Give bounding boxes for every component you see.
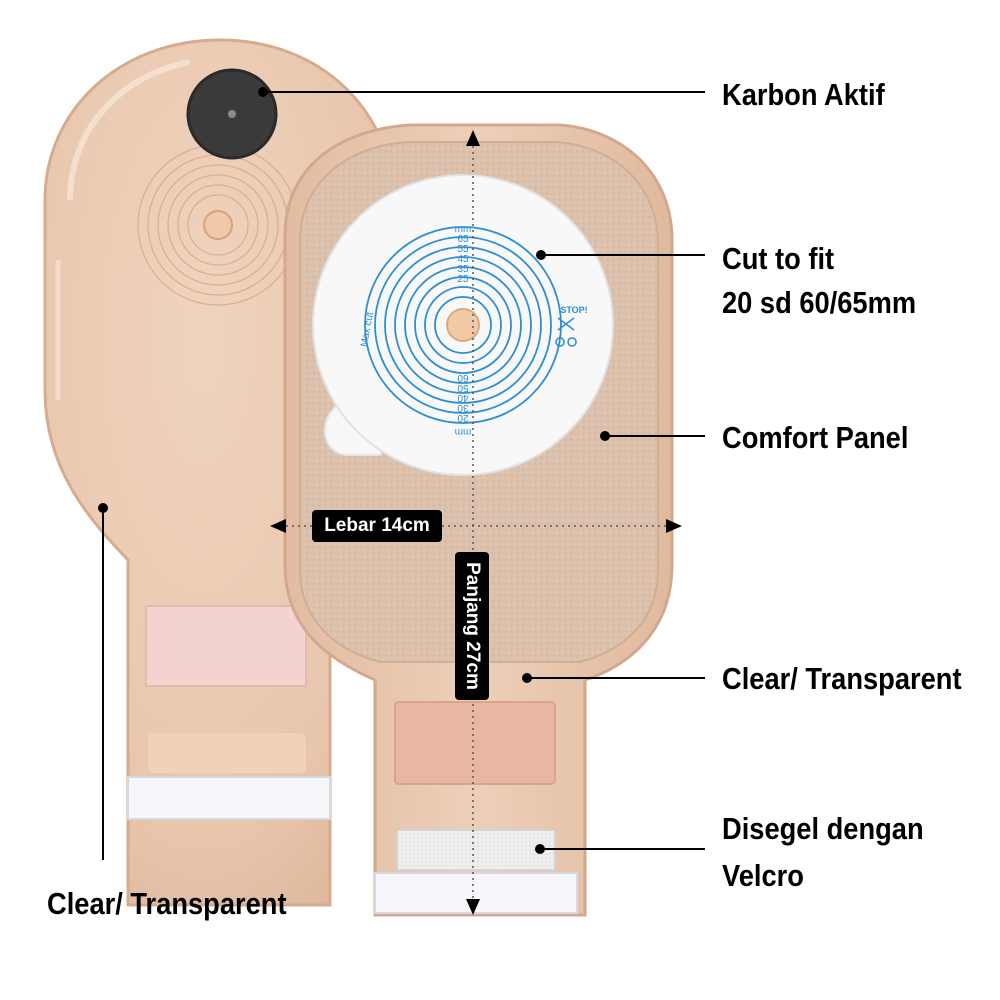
callout-dot-velcro — [535, 844, 545, 854]
wafer-unit-top: mm — [455, 224, 472, 235]
callout-dot-cut — [536, 250, 546, 260]
label-disegel: Disegel dengan — [722, 811, 924, 846]
wafer-tick-top: 55 — [457, 244, 469, 255]
width-arrow-left — [270, 519, 286, 533]
callout-dot-clear-left — [98, 503, 108, 513]
length-badge: Panjang 27cm — [455, 552, 489, 700]
wafer-tick-bottom: 30 — [457, 402, 469, 413]
wafer-unit-bottom: mm — [455, 426, 472, 437]
back-closure-strip — [127, 776, 331, 820]
length-arrow-bottom — [466, 899, 480, 915]
wafer-tick-top: 25 — [457, 274, 469, 285]
label-karbon-aktif: Karbon Aktif — [722, 77, 885, 112]
wafer-rings — [364, 226, 562, 424]
wafer-tick-bottom: 50 — [457, 382, 469, 393]
wafer-tick-top: 45 — [457, 254, 469, 265]
label-comfort-panel: Comfort Panel — [722, 420, 909, 455]
velcro-hook-strip — [396, 829, 556, 871]
wafer-tick-top: 35 — [457, 264, 469, 275]
length-badge-text: Panjang 27cm — [462, 562, 483, 690]
wafer-stop: STOP! — [560, 305, 587, 315]
wafer — [312, 174, 614, 476]
back-velcro-pad — [145, 605, 307, 687]
callout-dot-clear-right — [522, 673, 532, 683]
label-clear-transparent-left: Clear/ Transparent — [47, 886, 287, 921]
label-velcro: Velcro — [722, 858, 804, 893]
label-cut-range: 20 sd 60/65mm — [722, 285, 917, 320]
wafer-tick-bottom: 20 — [457, 412, 469, 423]
back-stoma-hole — [203, 210, 233, 240]
width-arrow-right — [666, 519, 682, 533]
length-arrow-top — [466, 130, 480, 146]
callout-lines — [98, 87, 705, 860]
wafer-scale-text: mm 65 55 45 35 25 20 30 40 50 60 mm Max … — [359, 224, 588, 437]
back-tail-fold — [148, 733, 306, 773]
wafer-tick-top: 65 — [457, 234, 469, 245]
stoma-hole — [446, 308, 480, 342]
callout-dot-comfort — [600, 431, 610, 441]
label-clear-transparent-right: Clear/ Transparent — [722, 661, 962, 696]
front-velcro-pad — [394, 701, 556, 785]
wafer-tick-bottom: 60 — [457, 372, 469, 383]
callout-dot-karbon — [258, 87, 268, 97]
wafer-tick-bottom: 40 — [457, 392, 469, 403]
scissors-icon — [555, 317, 577, 347]
carbon-filter — [186, 68, 278, 160]
label-cut-to-fit: Cut to fit — [722, 241, 835, 276]
front-pouch: mm 65 55 45 35 25 20 30 40 50 60 mm Max … — [283, 123, 674, 917]
width-badge: Lebar 14cm — [312, 510, 442, 542]
